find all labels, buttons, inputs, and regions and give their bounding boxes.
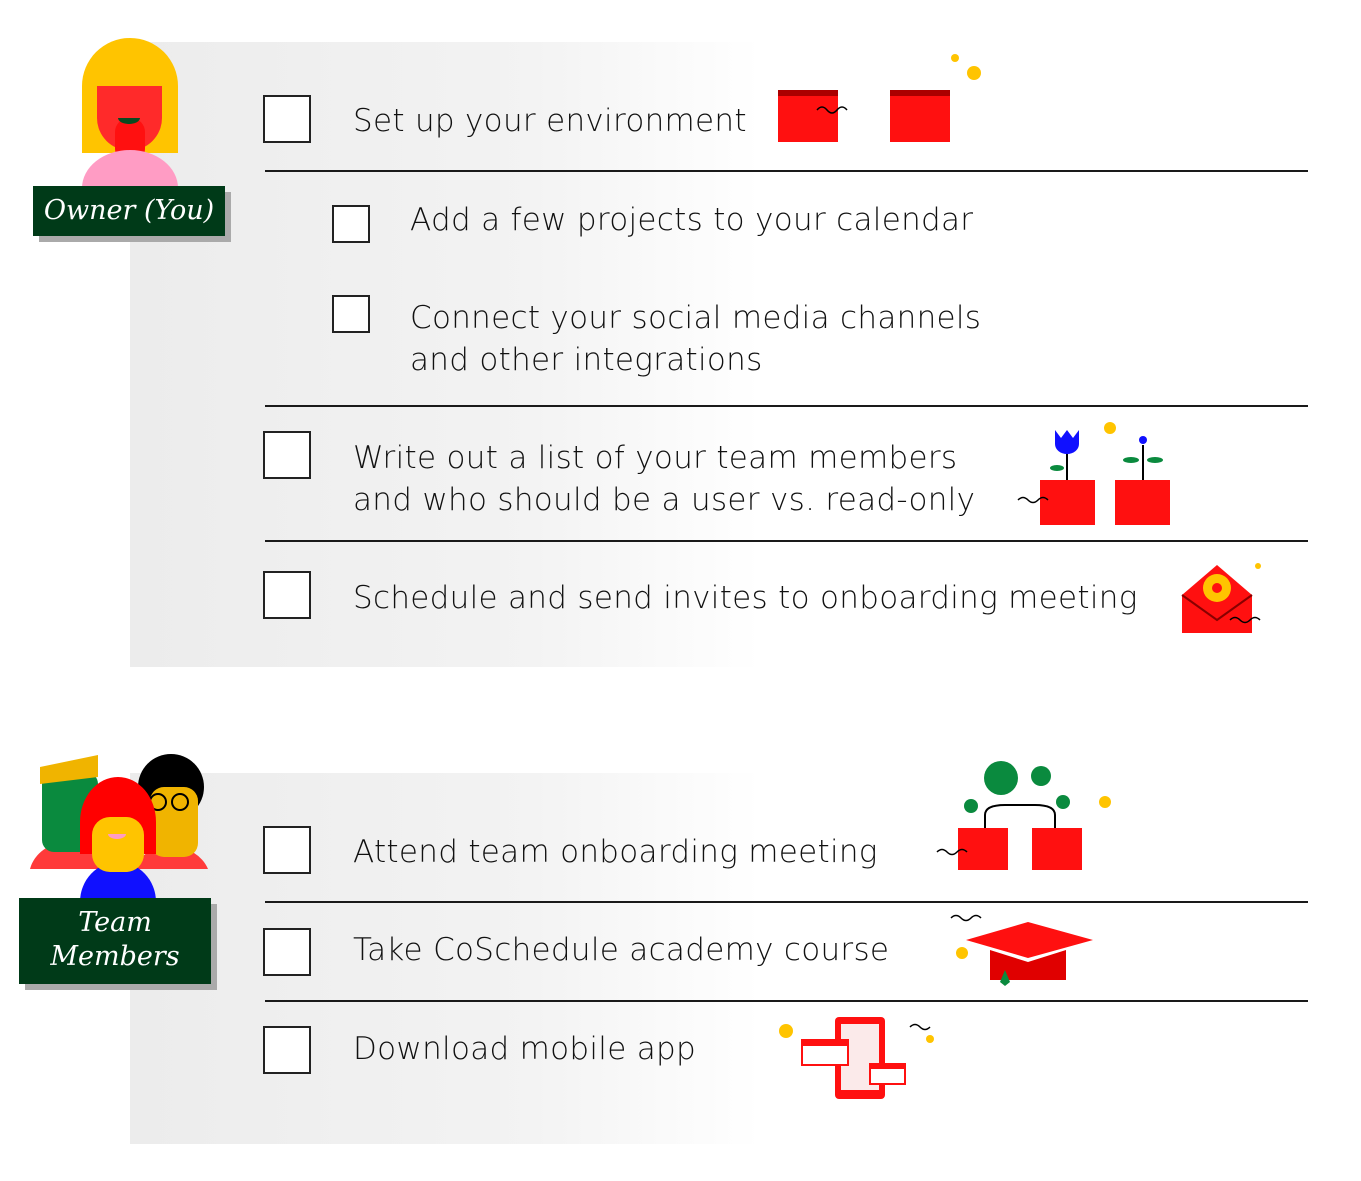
- task-checkbox-download-app[interactable]: [263, 1026, 311, 1074]
- team-role-label: Team Members: [19, 898, 211, 984]
- subtask-text-line2: and other integrations: [410, 342, 763, 378]
- subtask-checkbox-connect-social[interactable]: [332, 295, 370, 333]
- flower-pots-icon: [1017, 422, 1170, 525]
- team-avatar-icon: [30, 754, 208, 902]
- team-label-line2: Members: [50, 941, 180, 972]
- graduation-cap-icon: [950, 914, 1093, 986]
- envelope-flower-icon: [1181, 563, 1261, 633]
- boxes-icon: [778, 54, 981, 142]
- task-checkbox-setup-environment[interactable]: [263, 95, 311, 143]
- task-checkbox-attend-meeting[interactable]: [263, 826, 311, 874]
- divider: [265, 170, 1308, 172]
- owner-role-label: Owner (You): [33, 186, 225, 236]
- subtask-text: Connect your social media channels: [410, 300, 982, 336]
- divider: [265, 540, 1308, 542]
- divider: [265, 1000, 1308, 1002]
- task-text: Download mobile app: [353, 1031, 696, 1067]
- divider: [265, 405, 1308, 407]
- task-checkbox-schedule-invites[interactable]: [263, 571, 311, 619]
- subtask-checkbox-add-projects[interactable]: [332, 205, 370, 243]
- task-text-line2: and who should be a user vs. read-only: [353, 482, 976, 518]
- task-text: Set up your environment: [353, 103, 747, 139]
- task-checkbox-team-list[interactable]: [263, 431, 311, 479]
- team-label-line1: Team: [78, 907, 152, 938]
- task-checkbox-academy-course[interactable]: [263, 928, 311, 976]
- task-text: Write out a list of your team members: [353, 440, 958, 476]
- task-text: Schedule and send invites to onboarding …: [353, 580, 1138, 616]
- divider: [265, 901, 1308, 903]
- mobile-app-icon: [779, 1017, 934, 1099]
- tree-boxes-icon: [936, 761, 1111, 870]
- task-text: Attend team onboarding meeting: [353, 834, 878, 870]
- subtask-text: Add a few projects to your calendar: [410, 202, 974, 238]
- owner-avatar-icon: [82, 38, 178, 188]
- task-text: Take CoSchedule academy course: [353, 932, 890, 968]
- owner-panel: [130, 42, 1030, 667]
